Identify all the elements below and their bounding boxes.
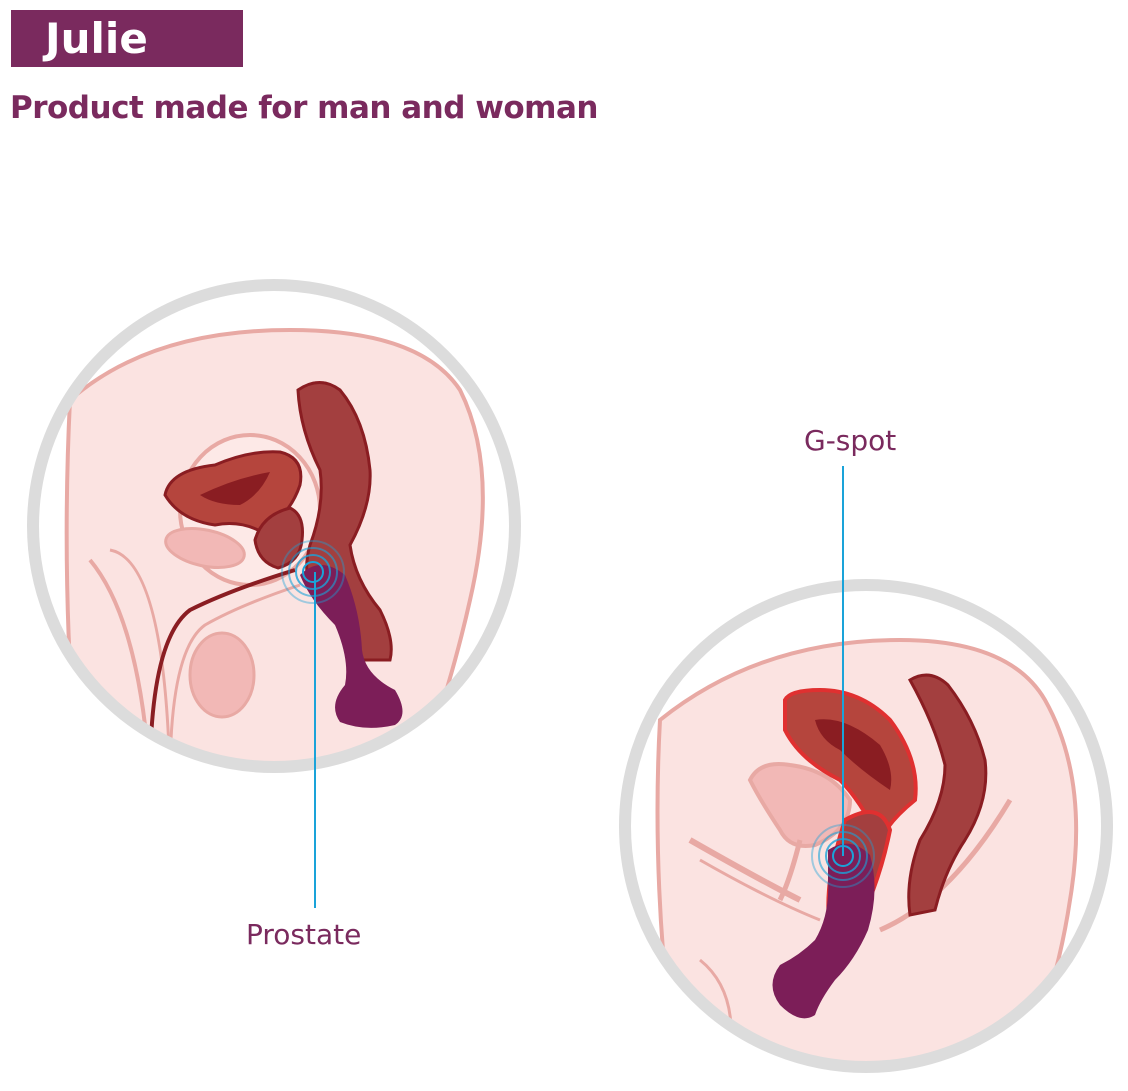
testicle xyxy=(188,631,256,719)
female-cross-section xyxy=(619,466,1113,1073)
female-rectum xyxy=(907,673,988,917)
female-circle-ring xyxy=(619,579,1113,1073)
male-circle-ring xyxy=(27,279,521,773)
pubic-bone xyxy=(164,527,246,569)
title-badge: Julie xyxy=(11,10,243,67)
title-badge-label: Julie xyxy=(45,14,148,63)
male-cross-section xyxy=(27,279,521,908)
female-product xyxy=(772,843,875,1019)
prostate-gland xyxy=(253,506,304,570)
page-subtitle: Product made for man and woman xyxy=(10,90,598,126)
male-product xyxy=(300,565,403,728)
gspot-label: G-spot xyxy=(804,424,897,457)
prostate-label: Prostate xyxy=(246,918,362,951)
